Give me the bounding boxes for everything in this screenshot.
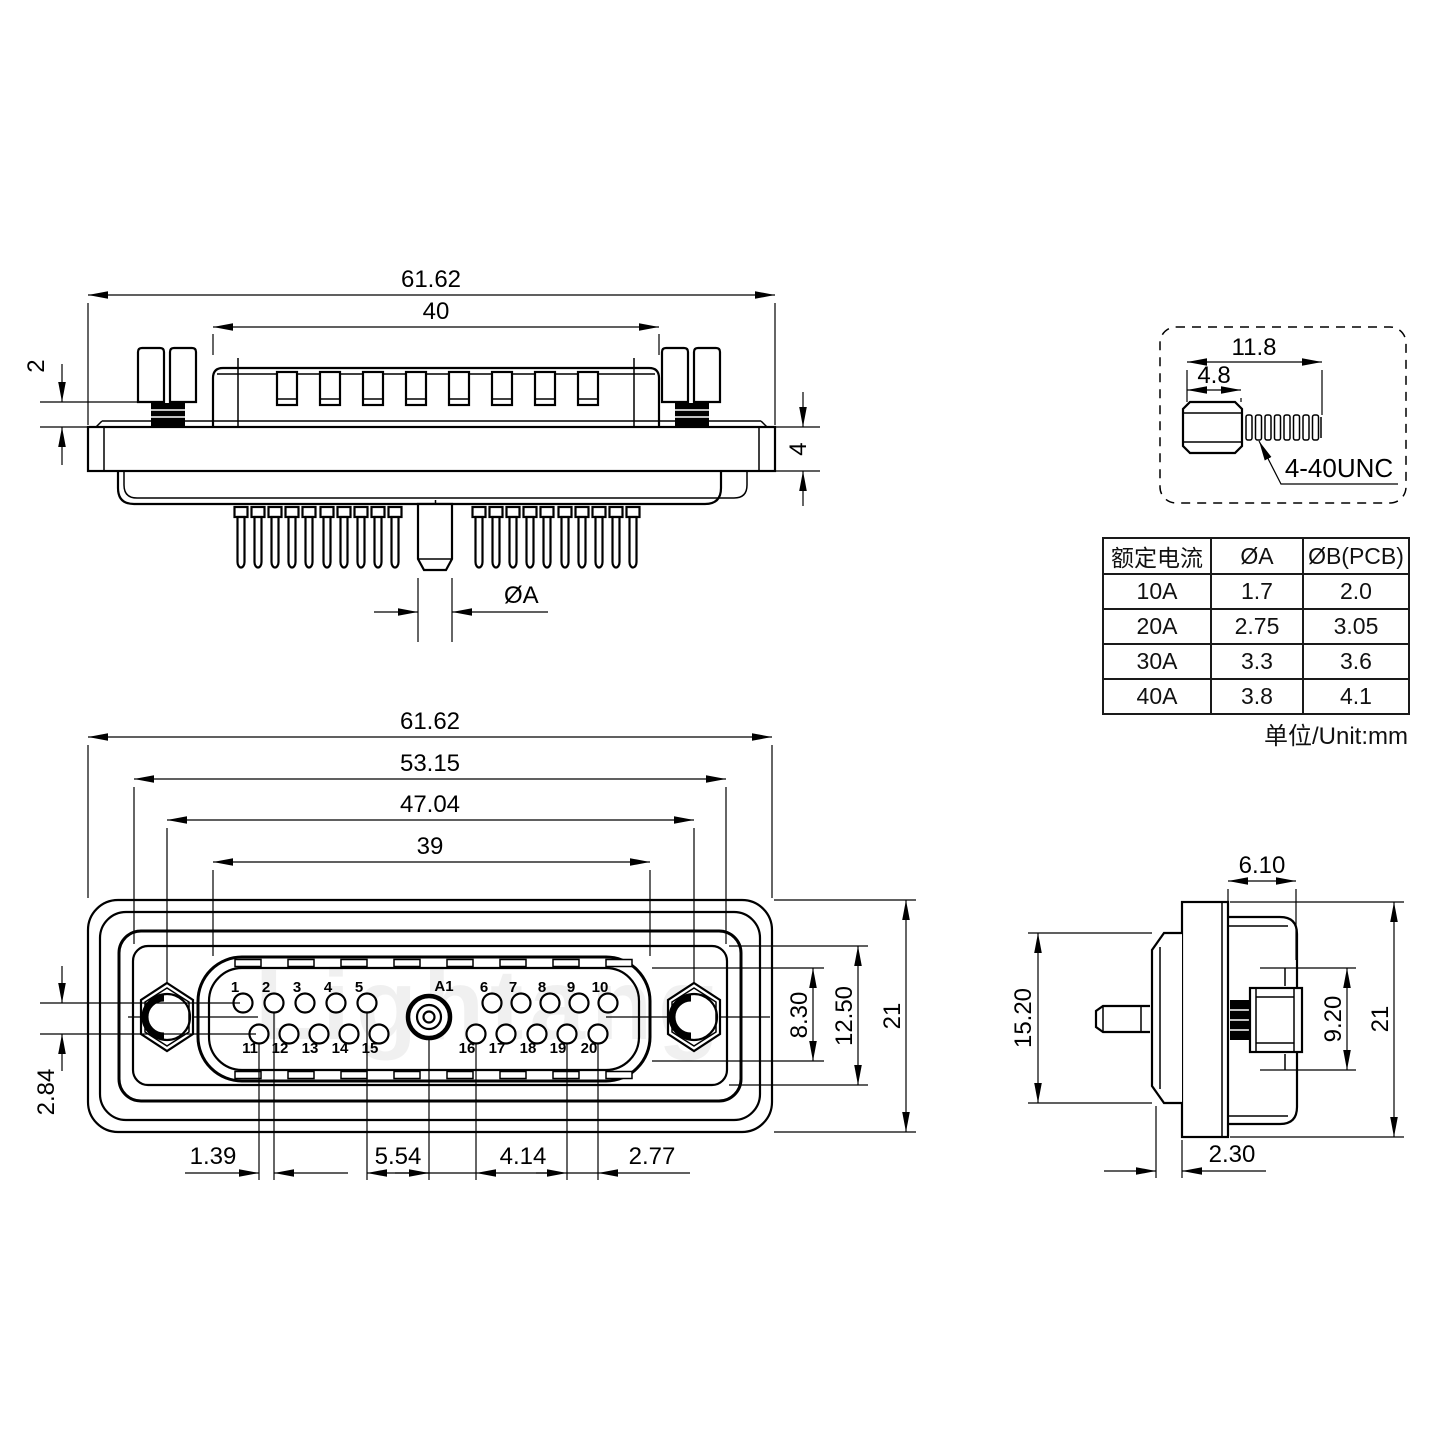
screw-detail-view: 11.8 4.8 4-40UNC <box>1159 326 1407 504</box>
dim-label-panel-height: 12.50 <box>831 986 858 1046</box>
coax-solder-pin <box>416 502 454 572</box>
dim-label-row-offset: 2.84 <box>33 1069 60 1116</box>
dim-label-hole-spacing: 47.04 <box>400 791 460 818</box>
dim-label-back-body: 40 <box>423 298 450 325</box>
table-cell: 4.1 <box>1302 678 1410 715</box>
mount-nut-right <box>668 983 720 1051</box>
svg-text:5: 5 <box>355 979 363 996</box>
svg-text:2: 2 <box>262 979 270 996</box>
dim-label-insulator-height: 15.20 <box>1010 988 1037 1048</box>
svg-text:9: 9 <box>567 979 575 996</box>
table-row: 40A 3.8 4.1 <box>1102 678 1410 715</box>
svg-text:20: 20 <box>581 1040 598 1057</box>
table-row: 30A 3.3 3.6 <box>1102 643 1410 680</box>
table-cell: 3.05 <box>1302 608 1410 645</box>
detail-boundary <box>1159 326 1407 504</box>
dim-label-shell-height: 8.30 <box>786 992 813 1039</box>
table-cell: 3.8 <box>1210 678 1304 715</box>
svg-text:16: 16 <box>459 1040 476 1057</box>
front-view: 61.62 53.15 47.04 39 <box>33 708 916 1180</box>
svg-text:10: 10 <box>592 979 609 996</box>
svg-text:A1: A1 <box>434 978 453 995</box>
dim-label-screw-length: 11.8 <box>1232 334 1277 361</box>
unit-note: 单位/Unit:mm <box>1264 723 1408 750</box>
dim-label-pin-offset: 1.39 <box>190 1143 237 1170</box>
dim-label-boss-height: 9.20 <box>1320 996 1347 1043</box>
dim-label-front-width: 61.62 <box>400 708 460 735</box>
dim-label-pin-pitch: 2.77 <box>629 1143 676 1170</box>
col-header-dia-b: ØB(PCB) <box>1302 537 1410 575</box>
dim-label-coax-dia: ØA <box>504 582 539 609</box>
dim-label-pin5-coax: 5.54 <box>375 1143 422 1170</box>
dim-label-head-length: 4.8 <box>1197 362 1230 389</box>
shell-spring-slots <box>234 958 633 1080</box>
dim-label-barrel-depth: 6.10 <box>1239 852 1286 879</box>
dim-label-front-height: 21 <box>879 1003 906 1030</box>
svg-text:8: 8 <box>538 979 546 996</box>
pin-number-labels: 1 2 3 4 5 6 7 8 9 10 11 12 13 14 15 16 1… <box>231 978 609 1057</box>
svg-text:14: 14 <box>332 1040 349 1057</box>
thread-ridges <box>1245 414 1322 441</box>
svg-text:12: 12 <box>272 1040 289 1057</box>
svg-text:7: 7 <box>509 979 517 996</box>
svg-text:17: 17 <box>489 1040 506 1057</box>
table-row: 20A 2.75 3.05 <box>1102 608 1410 645</box>
dim-label-screw-gap: 2 <box>23 359 50 372</box>
dim-label-flange-thickness: 4 <box>785 442 812 455</box>
svg-text:13: 13 <box>302 1040 319 1057</box>
svg-text:18: 18 <box>520 1040 537 1057</box>
svg-text:11: 11 <box>242 1040 258 1057</box>
dim-label-shell-width: 39 <box>417 833 444 860</box>
mount-nut-left <box>141 983 193 1051</box>
col-header-rated-current: 额定电流 <box>1102 537 1212 575</box>
spec-table: 额定电流 ØA ØB(PCB) 10A 1.7 2.0 20A 2.75 3.0… <box>1102 537 1410 715</box>
coax-contact-A1 <box>405 993 453 1041</box>
thread-spec-label: 4-40UNC <box>1285 453 1393 483</box>
table-cell: 40A <box>1102 678 1212 715</box>
dim-label-coax-pin16: 4.14 <box>500 1143 547 1170</box>
table-cell: 3.6 <box>1302 643 1410 680</box>
dim-label-panel-width: 53.15 <box>400 750 460 777</box>
svg-text:3: 3 <box>293 979 301 996</box>
dim-label-flange-offset: 2.30 <box>1209 1141 1256 1168</box>
back-view: 61.62 40 <box>23 266 820 642</box>
col-header-dia-a: ØA <box>1210 537 1304 575</box>
solder-pins <box>233 502 641 572</box>
table-cell: 2.75 <box>1210 608 1304 645</box>
dim-label-back-width: 61.62 <box>401 266 461 293</box>
dim-label-side-height: 21 <box>1367 1006 1394 1033</box>
table-cell: 20A <box>1102 608 1212 645</box>
side-view: 6.10 15.20 9.20 21 2.30 <box>1010 852 1404 1178</box>
table-cell: 10A <box>1102 573 1212 610</box>
svg-text:4: 4 <box>324 979 333 996</box>
table-row: 10A 1.7 2.0 <box>1102 573 1410 610</box>
table-cell: 30A <box>1102 643 1212 680</box>
table-cell: 3.3 <box>1210 643 1304 680</box>
table-header-row: 额定电流 ØA ØB(PCB) <box>1102 537 1410 575</box>
svg-text:15: 15 <box>362 1040 379 1057</box>
contacts <box>232 992 619 1045</box>
retention-slots <box>275 370 600 407</box>
svg-text:1: 1 <box>231 979 239 996</box>
table-cell: 2.0 <box>1302 573 1410 610</box>
table-cell: 1.7 <box>1210 573 1304 610</box>
svg-text:6: 6 <box>480 979 488 996</box>
svg-text:19: 19 <box>550 1040 567 1057</box>
